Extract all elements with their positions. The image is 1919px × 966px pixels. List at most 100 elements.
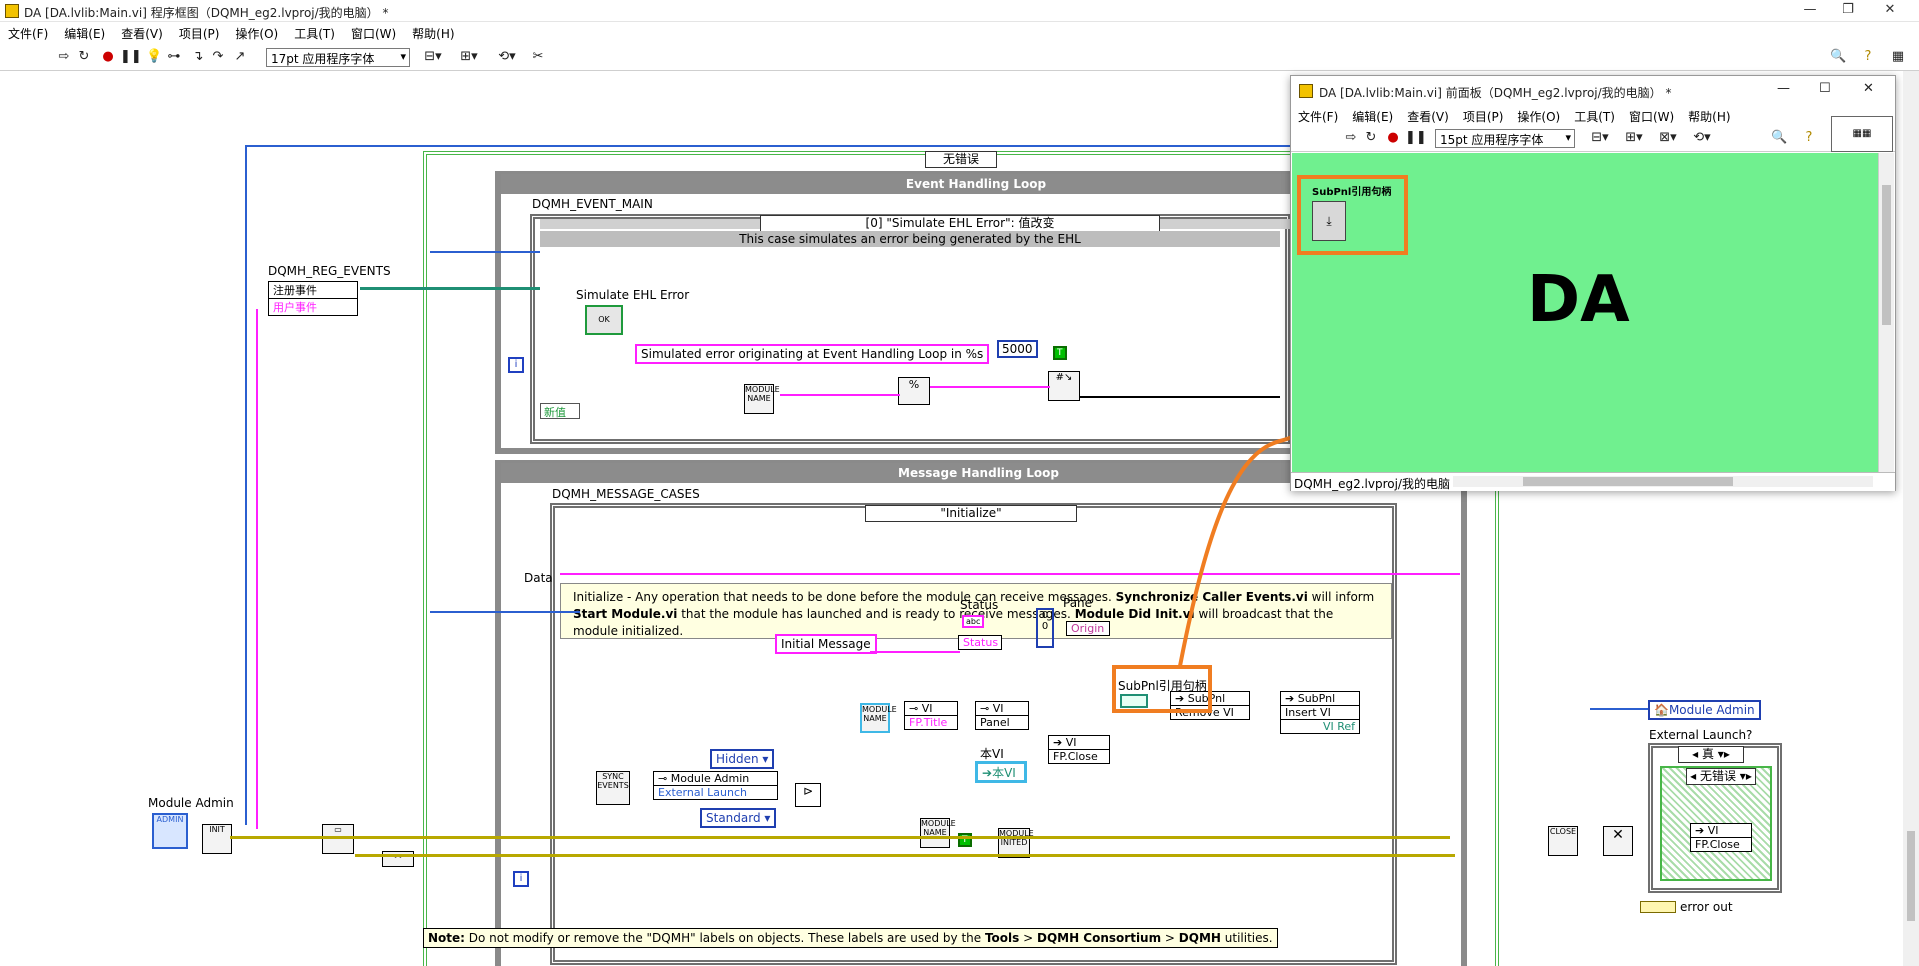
module-admin-control-terminal[interactable]: ADMIN [152, 813, 188, 849]
module-admin-property-node[interactable]: ⊸ Module Admin External Launch [653, 771, 778, 800]
iteration-terminal-mhl[interactable]: i [513, 871, 529, 887]
iteration-terminal-ehl[interactable]: i [508, 357, 524, 373]
close-vi[interactable]: CLOSE [1548, 826, 1578, 856]
external-launch-case-selector[interactable]: ◂ 真 ▾▸ [1678, 746, 1744, 763]
wait-5000-constant[interactable]: 5000 [997, 340, 1038, 358]
standard-enum-constant[interactable]: Standard ▾ [700, 808, 777, 828]
connector-pane-icon[interactable]: ▦ [1891, 49, 1905, 64]
fp-menu-help[interactable]: 帮助(H) [1688, 110, 1731, 124]
fp-menu-operate[interactable]: 操作(O) [1517, 110, 1561, 124]
simulate-ehl-error-button-terminal[interactable]: OK [585, 305, 623, 335]
font-selector[interactable]: 17pt 应用程序字体 [266, 48, 410, 67]
restore-button[interactable]: ❐ [1842, 2, 1854, 17]
fp-run-continuously-icon[interactable]: ↻ [1365, 130, 1377, 145]
search-icon[interactable]: 🔍 [1830, 49, 1847, 64]
align-objects-icon[interactable]: ⊟▾ [424, 49, 442, 64]
fp-search-icon[interactable]: 🔍 [1771, 130, 1788, 145]
menu-edit[interactable]: 编辑(E) [64, 27, 106, 41]
front-panel-window[interactable]: DA [DA.lvlib:Main.vi] 前面板（DQMH_eg2.lvpro… [1290, 75, 1896, 491]
help-icon[interactable]: ? [1864, 49, 1872, 64]
fp-menu-window[interactable]: 窗口(W) [1628, 110, 1675, 124]
fp-menu-tools[interactable]: 工具(T) [1574, 110, 1615, 124]
obtain-queue-vi[interactable]: ▭ [322, 824, 354, 854]
fp-help-icon[interactable]: ? [1805, 130, 1813, 145]
fp-menu-view[interactable]: 查看(V) [1407, 110, 1449, 124]
right-fp-close-invoke-node[interactable]: ➔ VI FP.Close [1690, 823, 1752, 852]
reorder-icon[interactable]: ⟲▾ [498, 49, 516, 64]
diagram-vertical-scrollbar[interactable] [1903, 71, 1919, 966]
message-case-structure[interactable] [550, 503, 1397, 965]
menu-operate[interactable]: 操作(O) [235, 27, 279, 41]
format-into-string-node[interactable]: % [898, 377, 930, 405]
pause-icon[interactable]: ❚❚ [120, 49, 142, 64]
event-case-selector[interactable]: [0] "Simulate EHL Error": 值改变 [760, 215, 1160, 232]
subpnl-ref-terminal[interactable] [1120, 694, 1148, 708]
fp-font-selector[interactable]: 15pt 应用程序字体 [1435, 129, 1575, 148]
module-did-init-vi[interactable]: MODULE INITED [998, 828, 1034, 858]
close-button[interactable]: ✕ [1884, 2, 1896, 17]
true-constant-ehl[interactable]: T [1053, 346, 1067, 360]
fp-run-arrow-icon[interactable]: ⇨ [1345, 130, 1357, 145]
highlight-execution-icon[interactable]: 💡 [146, 49, 163, 64]
module-name-vi-mhl-2[interactable]: MODULE NAME [920, 818, 956, 848]
fp-close-invoke-node[interactable]: ➔ VI FP.Close [1048, 735, 1110, 764]
step-out-icon[interactable]: ↗ [234, 49, 246, 64]
register-events-node[interactable]: 注册事件 用户事件 [268, 281, 358, 316]
menu-window[interactable]: 窗口(W) [350, 27, 397, 41]
hidden-enum-constant[interactable]: Hidden ▾ [710, 749, 775, 769]
clean-diagram-icon[interactable]: ✂ [532, 49, 544, 64]
new-value-terminal[interactable]: 新值 [540, 403, 580, 419]
fp-resize-icon[interactable]: ⊠▾ [1659, 130, 1677, 145]
fp-reorder-icon[interactable]: ⟲▾ [1693, 130, 1711, 145]
merge-errors-node[interactable]: ✕ [1603, 826, 1633, 856]
fp-align-icon[interactable]: ⊟▾ [1591, 130, 1609, 145]
distribute-objects-icon[interactable]: ⊞▾ [460, 49, 478, 64]
subpanel-control[interactable]: ⤓ [1312, 201, 1346, 241]
fp-hscroll-thumb[interactable] [1523, 477, 1733, 486]
menu-project[interactable]: 项目(P) [178, 27, 220, 41]
init-vi[interactable]: INIT [202, 824, 232, 854]
run-continuously-icon[interactable]: ↻ [78, 49, 90, 64]
panel-property-node[interactable]: ⊸ VI Panel [975, 701, 1029, 730]
inner-error-case-selector[interactable]: ◂ 无错误 ▾▸ [1686, 768, 1756, 785]
fp-title-property-node[interactable]: ⊸ VI FP.Title [904, 701, 958, 730]
status-property-node[interactable]: Status [958, 635, 1002, 650]
fp-horizontal-scrollbar[interactable] [1453, 476, 1873, 487]
select-function-icon[interactable]: ⊳ [795, 783, 821, 807]
retain-wire-values-icon[interactable]: ⊶ [167, 49, 181, 64]
error-out-terminal[interactable] [1640, 901, 1676, 913]
origin-property-node[interactable]: Origin [1066, 621, 1110, 636]
fp-maximize-button[interactable]: ☐ [1819, 81, 1831, 96]
sync-events-vi[interactable]: SYNC EVENTS [596, 771, 630, 805]
fp-pause-icon[interactable]: ❚❚ [1405, 130, 1427, 145]
module-name-vi-mhl-1[interactable]: MODULE NAME [860, 703, 897, 733]
this-vi-reference[interactable]: ➔本VI [975, 761, 1027, 783]
menu-help[interactable]: 帮助(H) [412, 27, 455, 41]
diagram-vscroll-thumb[interactable] [1907, 831, 1915, 921]
minimize-button[interactable]: — [1803, 2, 1817, 17]
error-case-selector[interactable]: 无错误 [925, 151, 997, 168]
fp-minimize-button[interactable]: — [1777, 81, 1790, 96]
fp-menu-file[interactable]: 文件(F) [1298, 110, 1339, 124]
status-abc-terminal[interactable]: abc [962, 615, 985, 628]
fp-distribute-icon[interactable]: ⊞▾ [1625, 130, 1643, 145]
message-case-selector[interactable]: "Initialize" [865, 505, 1077, 522]
error-cluster-node[interactable]: #↘ [1048, 371, 1080, 401]
fp-vertical-scrollbar[interactable] [1878, 153, 1894, 472]
fp-menu-project[interactable]: 项目(P) [1462, 110, 1504, 124]
menu-tools[interactable]: 工具(T) [294, 27, 335, 41]
fp-menu-edit[interactable]: 编辑(E) [1352, 110, 1394, 124]
fp-vscroll-thumb[interactable] [1882, 185, 1891, 325]
menu-view[interactable]: 查看(V) [121, 27, 163, 41]
fp-close-button[interactable]: ✕ [1863, 81, 1874, 96]
module-admin-indicator[interactable]: 🏠Module Admin [1648, 700, 1761, 720]
module-name-vi-ehl[interactable]: MODULE NAME [744, 384, 780, 414]
abort-icon[interactable]: ● [102, 49, 114, 64]
simulated-error-message-constant[interactable]: Simulated error originating at Event Han… [635, 344, 990, 364]
step-over-icon[interactable]: ↷ [212, 49, 224, 64]
run-arrow-icon[interactable]: ⇨ [58, 49, 70, 64]
fp-connector-pane-icon[interactable]: ▦▦ [1831, 116, 1893, 152]
initial-message-constant[interactable]: Initial Message [775, 634, 877, 654]
insert-vi-invoke-node[interactable]: ➔ SubPnl Insert VI VI Ref [1280, 691, 1360, 734]
